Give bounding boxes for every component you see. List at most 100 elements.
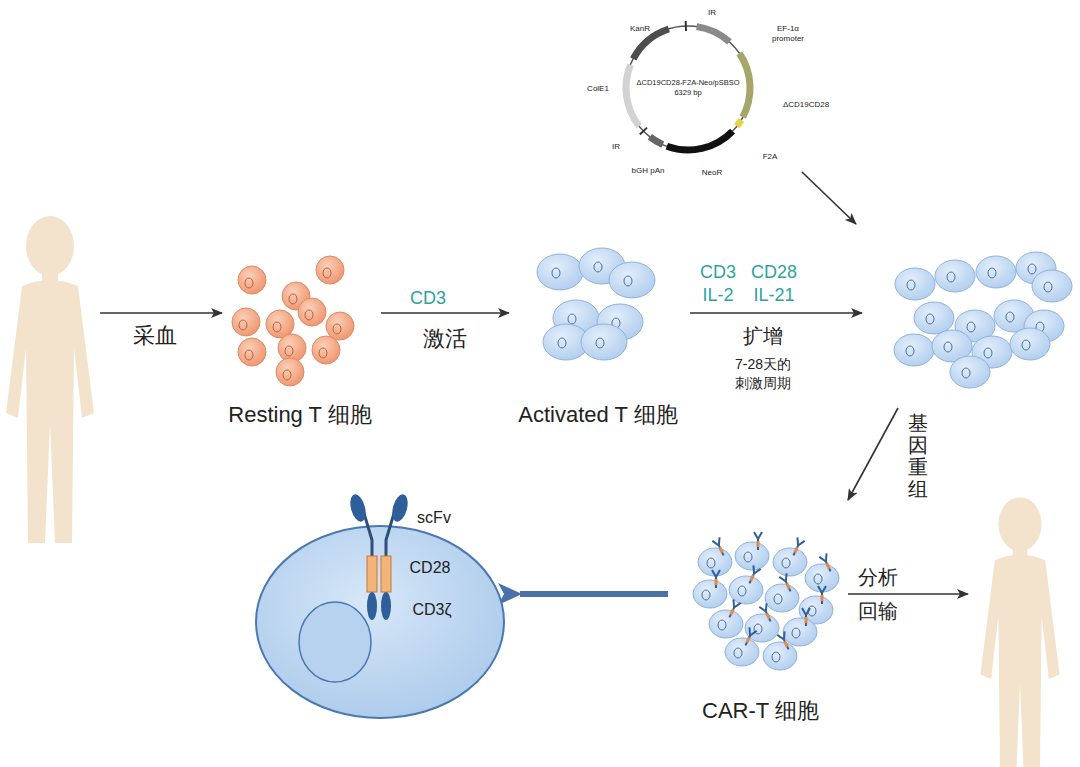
- receptor-stem: [754, 532, 762, 550]
- process-arrow: [100, 172, 968, 594]
- car-receptor: [712, 570, 720, 588]
- cell-nucleus: [594, 262, 602, 272]
- arrow-line: [848, 408, 898, 500]
- car-t-cell: [805, 564, 839, 592]
- arrow-line: [690, 312, 862, 314]
- plasmid-feature-label: ColE1: [587, 84, 609, 93]
- resting-cell: [326, 312, 354, 340]
- expanded-cell: [950, 356, 990, 388]
- car-t-cell: [765, 584, 799, 612]
- receptor-cd28: [757, 541, 760, 547]
- receptor-cd28: [805, 617, 808, 623]
- cell-nucleus: [558, 338, 566, 348]
- cell-nucleus: [1028, 264, 1036, 274]
- process-label: CD3: [410, 288, 446, 309]
- activated-cell: [537, 254, 583, 290]
- resting-cell: [316, 256, 344, 284]
- receptor-stem: [759, 603, 774, 623]
- human-body: [980, 555, 1059, 767]
- plasmid-feature-label: IR: [612, 142, 620, 151]
- receptor-stem: [746, 565, 761, 585]
- cell-nucleus: [624, 276, 632, 286]
- human-body: [6, 280, 94, 543]
- plasmid-feature: [739, 53, 750, 117]
- cd3z-domain: [367, 592, 377, 620]
- cell-nucleus: [333, 324, 341, 334]
- cell-nucleus: [738, 586, 746, 596]
- process-label: 基因重组: [908, 412, 928, 500]
- cell-label: Resting T 细胞: [221, 400, 379, 430]
- car-t-cell: [698, 548, 732, 576]
- human-silhouette: [980, 497, 1059, 767]
- resting-cell: [238, 338, 266, 366]
- process-label: IL-21: [753, 285, 794, 306]
- receptor-stem: [818, 586, 826, 604]
- cell-nucleus: [289, 294, 297, 304]
- plasmid-feature: [667, 131, 733, 150]
- resting-cell: [238, 266, 266, 294]
- cell-nucleus: [1006, 312, 1014, 322]
- car-receptor: [818, 586, 826, 604]
- process-label: CD3: [700, 262, 736, 283]
- receptor-stem: [802, 608, 810, 626]
- receptor-stem: [726, 599, 741, 619]
- cell-nucleus: [792, 628, 800, 638]
- plasmid-feature-label: ΔCD19CD28: [783, 100, 829, 109]
- edge-label: 激活: [423, 324, 467, 354]
- car-t-cell: [709, 610, 743, 638]
- receptor-stem: [712, 570, 720, 588]
- resting-cell: [276, 358, 304, 386]
- human-silhouette: [6, 216, 94, 543]
- cell-nucleus: [814, 574, 822, 584]
- car-receptor: [754, 532, 762, 550]
- plasmid-feature: [697, 27, 730, 42]
- plasmid-feature-label: KanR: [630, 24, 650, 33]
- cell-nucleus: [988, 268, 996, 278]
- cell-nucleus: [944, 342, 952, 352]
- cell-group: Activated T 细胞: [511, 250, 685, 430]
- scfv-domain: [348, 493, 369, 524]
- resting-cell: [232, 308, 260, 336]
- cell-nucleus: [772, 652, 780, 662]
- cell-nucleus: [283, 370, 291, 380]
- plasmid-backbone: [626, 26, 750, 150]
- cell-nucleus: [1022, 340, 1030, 350]
- expanded-cell: [914, 302, 954, 334]
- receptor-cd28: [793, 547, 798, 554]
- expanded-cell: [1032, 270, 1072, 302]
- plasmid-name: 6329 bp: [674, 88, 701, 98]
- receptor-cd28: [749, 575, 754, 582]
- ir-marker: [640, 128, 647, 135]
- cell-nucleus: [245, 350, 253, 360]
- plasmid-text: ΔCD19CD28-F2A-Neo/pSBSO6329 bp: [628, 20, 748, 156]
- process-label: 扩增: [743, 323, 783, 350]
- car-t-cell: [735, 542, 769, 570]
- cell-nucleus: [702, 590, 710, 600]
- car-receptor: [759, 603, 774, 623]
- cell-group: CAR-T 细胞: [695, 532, 826, 726]
- receptor-stem: [777, 631, 792, 651]
- process-label: CD3ζ: [412, 601, 451, 619]
- car-receptor: [746, 565, 761, 585]
- process-label: 7-28天的 刺激周期: [726, 355, 800, 393]
- arrow-line: [802, 172, 856, 224]
- car-receptor: [777, 631, 792, 651]
- car-t-cell: [725, 638, 759, 666]
- plasmid-feature-label: F2A: [763, 152, 778, 161]
- car-t-cell: [763, 642, 797, 670]
- cell-nucleus: [245, 278, 253, 288]
- receptor-cd28: [783, 641, 788, 648]
- cell-nucleus: [239, 320, 247, 330]
- receptor-cd28: [765, 613, 770, 620]
- cell-nucleus: [707, 558, 715, 568]
- receptor-stem: [742, 627, 757, 647]
- receptor-cd28: [729, 609, 734, 616]
- plasmid-feature: [633, 29, 669, 59]
- cell-nucleus: [734, 648, 742, 658]
- cell-nucleus: [926, 314, 934, 324]
- ir-marker: [685, 21, 687, 31]
- cell-nucleus: [285, 346, 293, 356]
- cell-label: Activated T 细胞: [511, 400, 685, 430]
- cd28-domain: [367, 556, 377, 592]
